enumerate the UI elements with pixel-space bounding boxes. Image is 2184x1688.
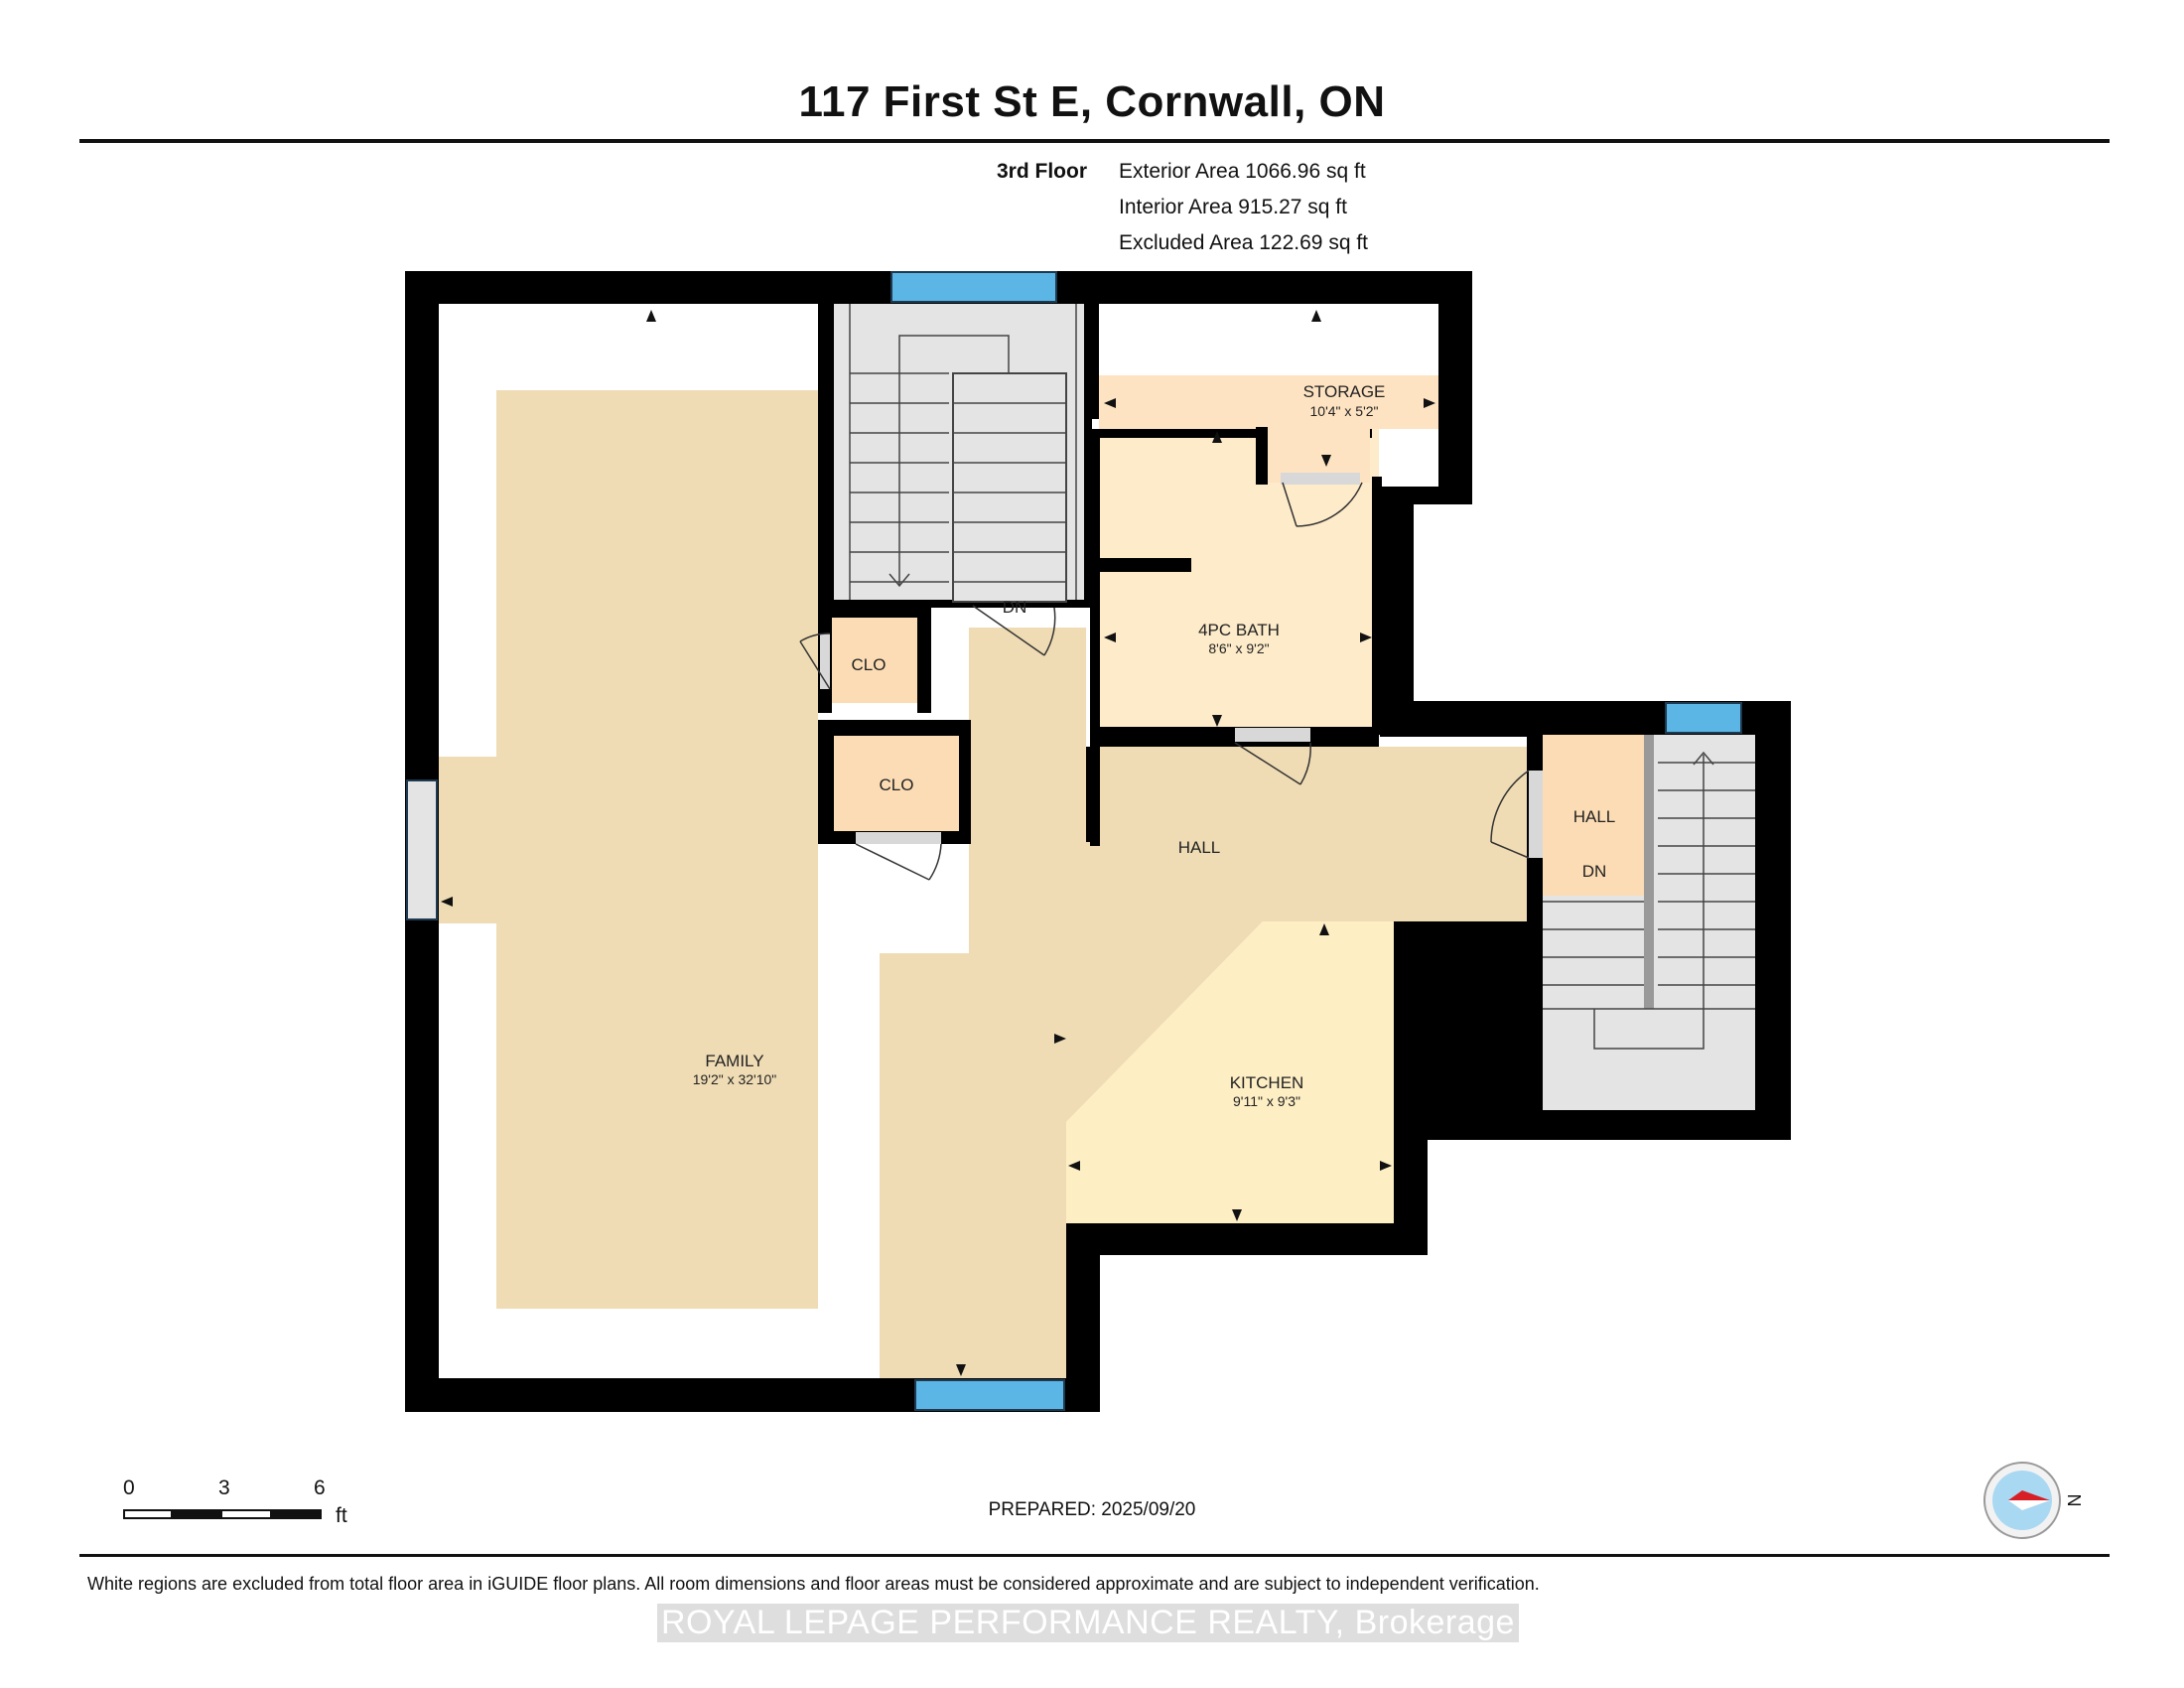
clo1-top-wall [818,608,931,618]
hall-partition [1086,747,1098,842]
kitchen-label: KITCHEN [1230,1073,1304,1092]
area-summary: Exterior Area 1066.96 sq ft Interior Are… [1119,154,1368,261]
interior-area: Interior Area 915.27 sq ft [1119,196,1347,218]
family-label: FAMILY [705,1052,763,1070]
clo1-room [832,618,917,703]
hall-area [931,628,1527,1122]
storage-dims: 10'4" x 5'2" [1310,403,1379,419]
disclaimer-text: White regions are excluded from total fl… [87,1574,1540,1594]
scale-segment-4 [270,1509,322,1519]
exterior-area: Exterior Area 1066.96 sq ft [1119,160,1366,183]
property-address-title: 117 First St E, Cornwall, ON [798,77,1386,126]
kitchen-room [1066,921,1394,1223]
dimension-markers [441,310,1435,1376]
scale-tick-3: 3 [218,1477,230,1499]
storage-room [1099,375,1438,429]
family-room [439,390,880,1378]
compass-north-label: N [2064,1494,2084,1507]
family-room-lower [880,953,1066,1378]
bath-label: 4PC BATH [1198,621,1280,639]
scale-bar: 0 3 6 ft [123,1477,351,1536]
storage-nook-wall [1256,427,1268,485]
bath-top-wall [1099,429,1372,438]
bath-left-wall [1090,429,1100,846]
stairwell-east [1527,735,1759,1112]
excluded-area: Excluded Area 122.69 sq ft [1119,231,1369,254]
clo2-door-opening [856,832,941,844]
windows [406,271,1742,1411]
bath-partition [1100,558,1191,572]
family-excluded-corner [496,1309,880,1378]
stair-dn-label: DN [1003,598,1027,617]
door-swings [799,482,1530,881]
hall-side-label: HALL [1573,807,1616,826]
stair-dn-east-label: DN [1582,862,1607,881]
family-dims: 19'2" x 32'10" [693,1071,777,1087]
compass-icon: N [1983,1462,2084,1539]
scale-unit: ft [336,1504,347,1527]
scale-tick-6: 6 [314,1477,326,1499]
storage-label: STORAGE [1303,382,1386,401]
clo1-right-wall [917,608,931,713]
bath-door-opening [1235,728,1310,742]
clo1-door-opening [820,633,830,689]
bath-right-wall [1372,477,1382,735]
clo2-room [834,736,959,831]
clo2-label: CLO [880,775,914,794]
clo1-label: CLO [852,655,887,674]
kitchen-dims: 9'11" x 9'3" [1233,1093,1300,1109]
brokerage-watermark: ROYAL LEPAGE PERFORMANCE REALTY, Brokera… [657,1604,1519,1642]
footer-rule [79,1554,2110,1557]
storage-door-opening [1281,473,1360,485]
scale-tick-0: 0 [123,1477,135,1499]
prepared-date: PREPARED: 2025/09/20 [988,1499,1196,1520]
bath-dims: 8'6" x 9'2" [1208,640,1269,656]
header-rule [79,139,2110,143]
stairwell-north [818,304,1092,608]
family-room-fill [880,1309,1066,1378]
floor-label: 3rd Floor [997,160,1088,183]
hall-main-label: HALL [1178,838,1221,857]
